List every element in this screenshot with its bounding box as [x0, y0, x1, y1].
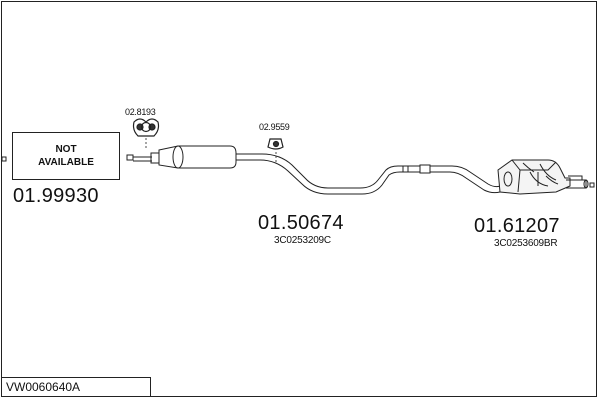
middle-silencer-pipe [126, 145, 420, 195]
middle-part-oem: 3C0253209C [274, 235, 331, 246]
rear-part-oem: 3C0253609BR [494, 238, 558, 249]
clamp-part-number[interactable]: 02.8193 [125, 107, 156, 117]
front-part-unavailable-box: NOT AVAILABLE [12, 132, 120, 180]
hanger-icon [267, 138, 284, 162]
rear-silencer-pipe [419, 159, 589, 195]
hanger-part-number[interactable]: 02.9559 [259, 122, 290, 132]
vehicle-code: VW0060640A [6, 380, 81, 394]
unavailable-label-line1: NOT [55, 144, 77, 155]
front-part-number[interactable]: 01.99930 [13, 185, 99, 207]
unavailable-label-line2: AVAILABLE [38, 157, 94, 168]
rear-part-number[interactable]: 01.61207 [474, 215, 560, 237]
front-connector-mark [1, 156, 7, 162]
vehicle-code-box: VW0060640A [1, 377, 151, 397]
rear-connector-mark [589, 182, 595, 188]
clamp-icon [132, 118, 160, 150]
middle-part-number[interactable]: 01.50674 [258, 212, 344, 234]
